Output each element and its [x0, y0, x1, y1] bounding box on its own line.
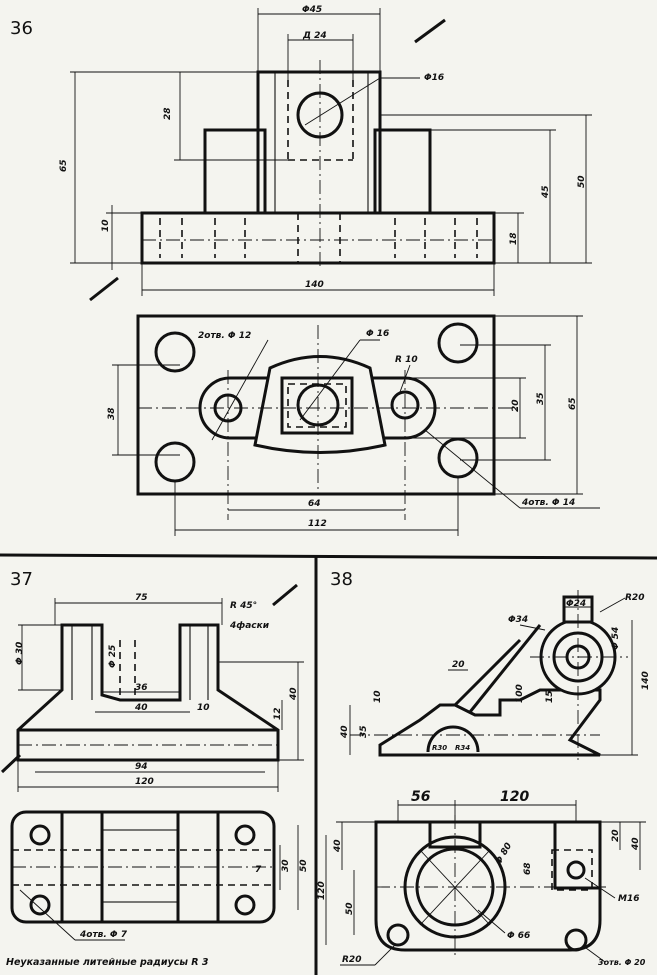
dim-label: 112 [308, 519, 327, 529]
dim-label: 10 [197, 703, 210, 713]
dim-label: R30 [432, 744, 447, 752]
p37-top-dimensions: 7 30 50 4отв. Φ 7 [19, 825, 309, 941]
dim-label: Φ 80 [494, 841, 514, 866]
dim-label: R 45° [230, 601, 257, 611]
dim-label: 4фаски [229, 621, 270, 631]
dim-label: 18 [509, 232, 519, 245]
dim-label: 3отв. Φ 20 [598, 958, 646, 967]
p37-top-view [10, 810, 276, 924]
p36-front-view [140, 60, 496, 270]
dim-label: 40 [631, 837, 641, 851]
dim-label: 40 [340, 725, 350, 739]
dim-label: 120 [135, 777, 154, 787]
dim-label: М16 [618, 894, 639, 904]
dim-label: 30 [281, 859, 291, 872]
dim-label: 140 [305, 280, 324, 290]
dim-label: Д 24 [302, 31, 327, 41]
p38-front-dimensions: Φ24 R20 Φ34 Φ 54 140 20 100 10 40 35 15 … [340, 593, 651, 756]
dim-label: R 10 [395, 355, 418, 365]
dim-label: 68 [523, 862, 533, 875]
dim-label: 140 [641, 671, 651, 690]
p37-front-dimensions: 75 R 45° 4фаски Φ 30 Φ 25 36 40 10 40 12… [15, 593, 304, 792]
p37-front-view [16, 623, 280, 762]
dim-label: 7 [255, 865, 262, 875]
dim-label: Φ16 [424, 73, 444, 83]
dim-label: Φ 30 [15, 642, 25, 665]
p36-top-dimensions: 2отв. Φ 12 Φ 16 R 10 38 20 35 65 64 112 … [107, 315, 600, 536]
dim-label: 120 [500, 789, 529, 805]
dim-label: Φ 25 [108, 645, 118, 668]
dim-label: 40 [333, 839, 343, 853]
dim-label: 4отв. Φ 14 [521, 498, 575, 508]
dim-label: 65 [568, 397, 578, 410]
dim-label: R20 [342, 955, 361, 965]
p38-front-view [350, 590, 628, 760]
dim-label: 35 [536, 392, 546, 405]
dim-label: R20 [625, 593, 644, 603]
dim-label: Φ45 [302, 5, 322, 15]
dim-label: 35 [359, 725, 369, 738]
dim-label: 4отв. Φ 7 [79, 930, 128, 940]
p38-top-view [374, 815, 610, 955]
dim-label: Φ 66 [507, 931, 530, 941]
dim-label: 20 [511, 399, 521, 412]
dim-label: 50 [577, 175, 587, 188]
dim-label: 64 [308, 499, 321, 509]
dim-label: 45 [541, 185, 551, 199]
divider-horizontal [0, 553, 657, 560]
dim-label: 15 [545, 690, 555, 703]
dim-label: R34 [455, 744, 470, 752]
dim-label: 28 [163, 107, 173, 120]
dim-label: 36 [135, 683, 148, 693]
dim-label: Φ 16 [366, 329, 389, 339]
dim-label: 40 [134, 703, 148, 713]
dim-label: 38 [107, 407, 117, 420]
dim-label: 50 [345, 902, 355, 915]
dim-label: 65 [59, 159, 69, 172]
p36-top-view [136, 314, 520, 520]
dim-label: 94 [135, 762, 148, 772]
dim-label: 56 [411, 789, 431, 805]
dim-label: 10 [373, 690, 383, 703]
dim-label: 20 [452, 660, 465, 670]
dim-label: Φ24 [566, 599, 586, 609]
section-mark [414, 18, 446, 44]
dim-label: 40 [289, 687, 299, 701]
dim-label: Φ 54 [611, 627, 621, 650]
dim-label: 50 [299, 859, 309, 872]
p36-front-dimensions: Φ45 Д 24 Φ16 28 65 10 45 50 18 140 [59, 5, 592, 296]
dim-label: 100 [515, 684, 525, 703]
dim-label: 12 [273, 707, 283, 720]
dim-label: 75 [135, 593, 148, 603]
dim-label: 20 [611, 829, 621, 842]
problem-37-number: 37 [10, 569, 33, 590]
dim-label: 2отв. Φ 12 [198, 331, 251, 341]
dim-label: Φ34 [508, 615, 528, 625]
dim-label: 120 [317, 881, 327, 900]
dim-label: 10 [101, 219, 111, 232]
problem-36-number: 36 [10, 18, 33, 39]
p38-top-dimensions: 56 120 40 120 50 68 Φ 80 Φ 66 20 40 М16 … [317, 789, 646, 967]
problem-38-number: 38 [330, 569, 353, 590]
section-mark [272, 583, 298, 607]
p37-note: Неуказанные литейные радиусы R 3 [6, 957, 209, 968]
section-mark [89, 276, 119, 302]
